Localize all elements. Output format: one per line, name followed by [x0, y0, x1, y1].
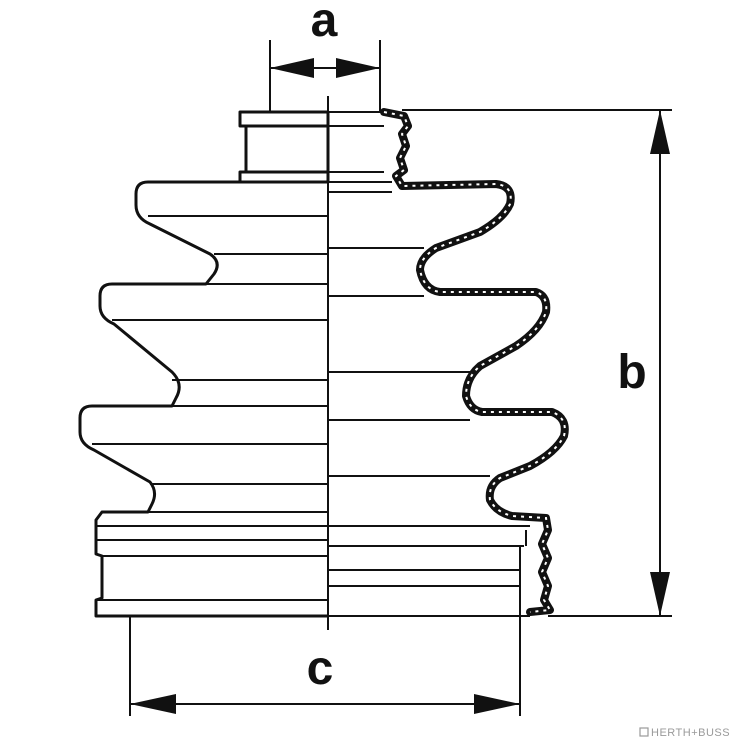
bellows-wall-section — [380, 108, 569, 616]
dimension-a: a — [269, 0, 381, 112]
brand-logo-icon — [639, 727, 649, 737]
bellows-outline — [78, 180, 328, 618]
dimension-b-label: b — [617, 346, 646, 399]
dimension-a-arrow-right — [336, 58, 380, 78]
dimension-b-arrow-bottom — [650, 572, 670, 616]
top-collar-cap — [238, 110, 330, 128]
dimension-c-arrow-right — [474, 694, 520, 714]
brand-text: HERTH+BUSS — [651, 727, 730, 739]
dimension-c-label: c — [307, 642, 334, 695]
boot-outside-view — [78, 110, 330, 618]
brand-mark: HERTH+BUSS — [639, 727, 730, 739]
dimension-c: c — [129, 616, 521, 716]
bellows-wall-texture — [383, 111, 566, 613]
dimension-b: b — [402, 109, 672, 617]
dimension-b-arrow-top — [650, 110, 670, 154]
dimension-c-arrow-left — [130, 694, 176, 714]
boot-cross-section — [328, 108, 569, 617]
top-collar-neck — [244, 124, 330, 174]
dimension-a-label: a — [311, 0, 338, 47]
dimension-a-arrow-left — [270, 58, 314, 78]
